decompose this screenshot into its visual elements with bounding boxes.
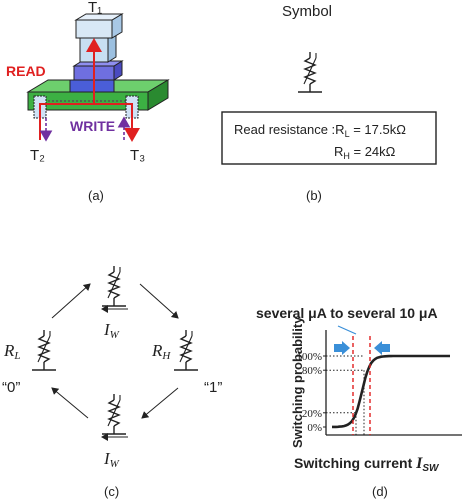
transition-arrow-0-to-top [51, 283, 91, 319]
chart-title: several μA to several 10 μA [256, 305, 438, 321]
terminal-t1-label: T₁ [88, 0, 102, 16]
iw-bottom-label: IW [103, 449, 120, 470]
range-arrow-left [334, 341, 350, 355]
symbol-title: Symbol [282, 3, 332, 20]
switching-chart: 100% 80% 20% 0% [296, 325, 462, 436]
range-arrow-right [374, 341, 390, 355]
panel-a-device [26, 13, 170, 142]
resistor-left [31, 329, 57, 371]
state-0-label: “0” [2, 379, 20, 396]
y-axis-label: Switching probability [290, 316, 305, 448]
caption-d: (d) [372, 484, 388, 499]
write-label: WRITE [70, 118, 115, 134]
switching-curve [332, 354, 450, 429]
resistor-bottom [101, 393, 127, 435]
transition-arrow-1-to-bottom [141, 387, 179, 419]
read-label: READ [6, 63, 46, 79]
y-tick-label: 100% [296, 351, 322, 363]
mtj-layer-bottom [69, 79, 115, 93]
caption-c: (c) [104, 484, 119, 499]
transition-arrow-top-to-1 [139, 283, 179, 319]
resistance-box [221, 111, 437, 165]
resistor-top [101, 265, 127, 307]
terminal-t2-label: T₂ [30, 147, 45, 164]
transition-arrow-bottom-to-0 [51, 387, 89, 419]
resistor-symbol [297, 51, 323, 93]
resistor-right [173, 329, 199, 371]
caption-a: (a) [88, 188, 104, 203]
caption-b: (b) [306, 188, 322, 203]
rl-label: RL [3, 341, 21, 362]
pillar-cap [75, 19, 113, 39]
y-tick-label: 80% [302, 365, 322, 377]
title-pointer [337, 325, 357, 335]
x-axis-label: Switching current ISW [294, 455, 440, 474]
rh-line: RH = 24kΩ [334, 144, 396, 161]
y-tick-label: 0% [307, 422, 322, 434]
panel-c-state-diagram [31, 265, 199, 441]
rh-label-c: RH [151, 341, 171, 362]
terminal-t3-label: T₃ [130, 147, 145, 164]
state-1-label: “1” [204, 379, 222, 396]
read-resistance-line: Read resistance :RL = 17.5kΩ [234, 122, 406, 139]
y-tick-label: 20% [302, 408, 322, 420]
iw-top-label: IW [103, 320, 120, 341]
